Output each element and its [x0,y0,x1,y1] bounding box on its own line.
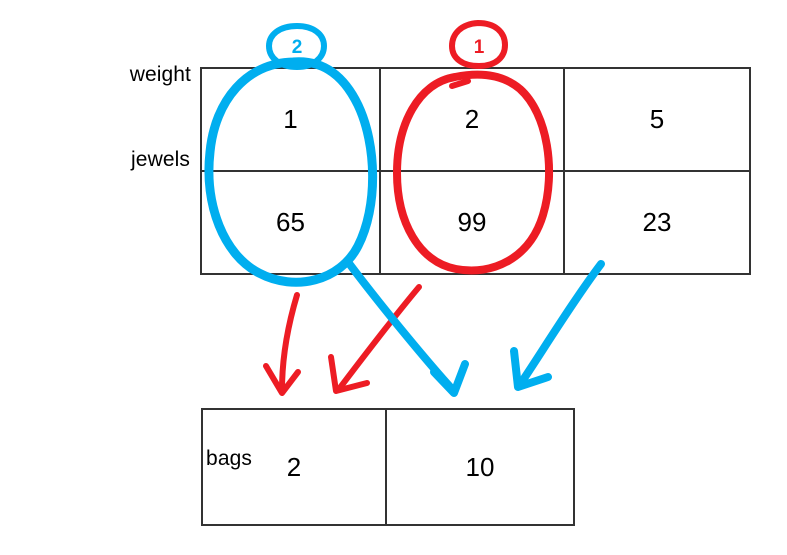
row-label-jewels: jewels [131,148,190,171]
table-row-weight: 1 2 5 [200,67,751,172]
cell-weight-2: 2 [379,67,565,172]
table-row-bags: 2 10 [201,408,575,526]
cell-weight-3: 5 [563,67,751,172]
arrow-red-col1-to-bag1 [263,292,301,396]
arrow-red-col2-to-bag1 [328,284,422,394]
table-row-jewels: 65 99 23 [200,170,751,275]
cell-bag-1: 2 [201,408,387,526]
red-marker-label: 1 [474,37,485,58]
arrow-blue-col3-to-bag2 [510,260,605,391]
cell-jewels-2: 99 [379,170,565,275]
cell-jewels-3: 23 [563,170,751,275]
cell-bag-2: 10 [385,408,575,526]
cell-weight-1: 1 [200,67,381,172]
row-label-weight: weight [129,63,191,86]
bags-table: 2 10 [201,408,575,526]
red-circle-marker [449,20,508,69]
cell-jewels-1: 65 [200,170,381,275]
blue-marker-label: 2 [292,37,303,58]
arrow-blue-col1-to-bag2 [344,258,469,397]
blue-circle-marker [266,23,327,70]
jewels-weight-table: 1 2 5 65 99 23 [200,67,751,275]
